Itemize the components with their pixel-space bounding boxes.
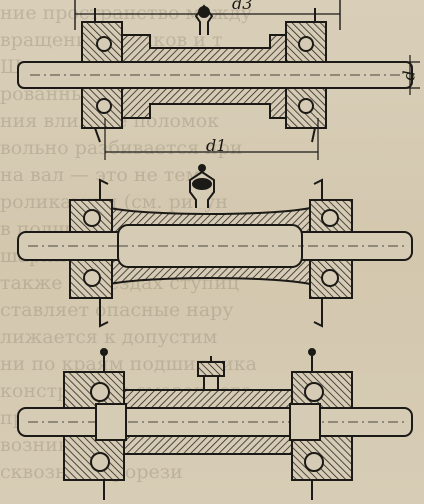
hub-assembly-top	[17, 0, 420, 160]
dimension-label-d1: d1	[206, 136, 227, 155]
dimension-label-d: d	[399, 70, 419, 81]
hub-assembly-middle	[17, 164, 413, 328]
hub-assembly-bottom	[17, 348, 413, 500]
dimension-label-d3: d3	[232, 0, 253, 13]
